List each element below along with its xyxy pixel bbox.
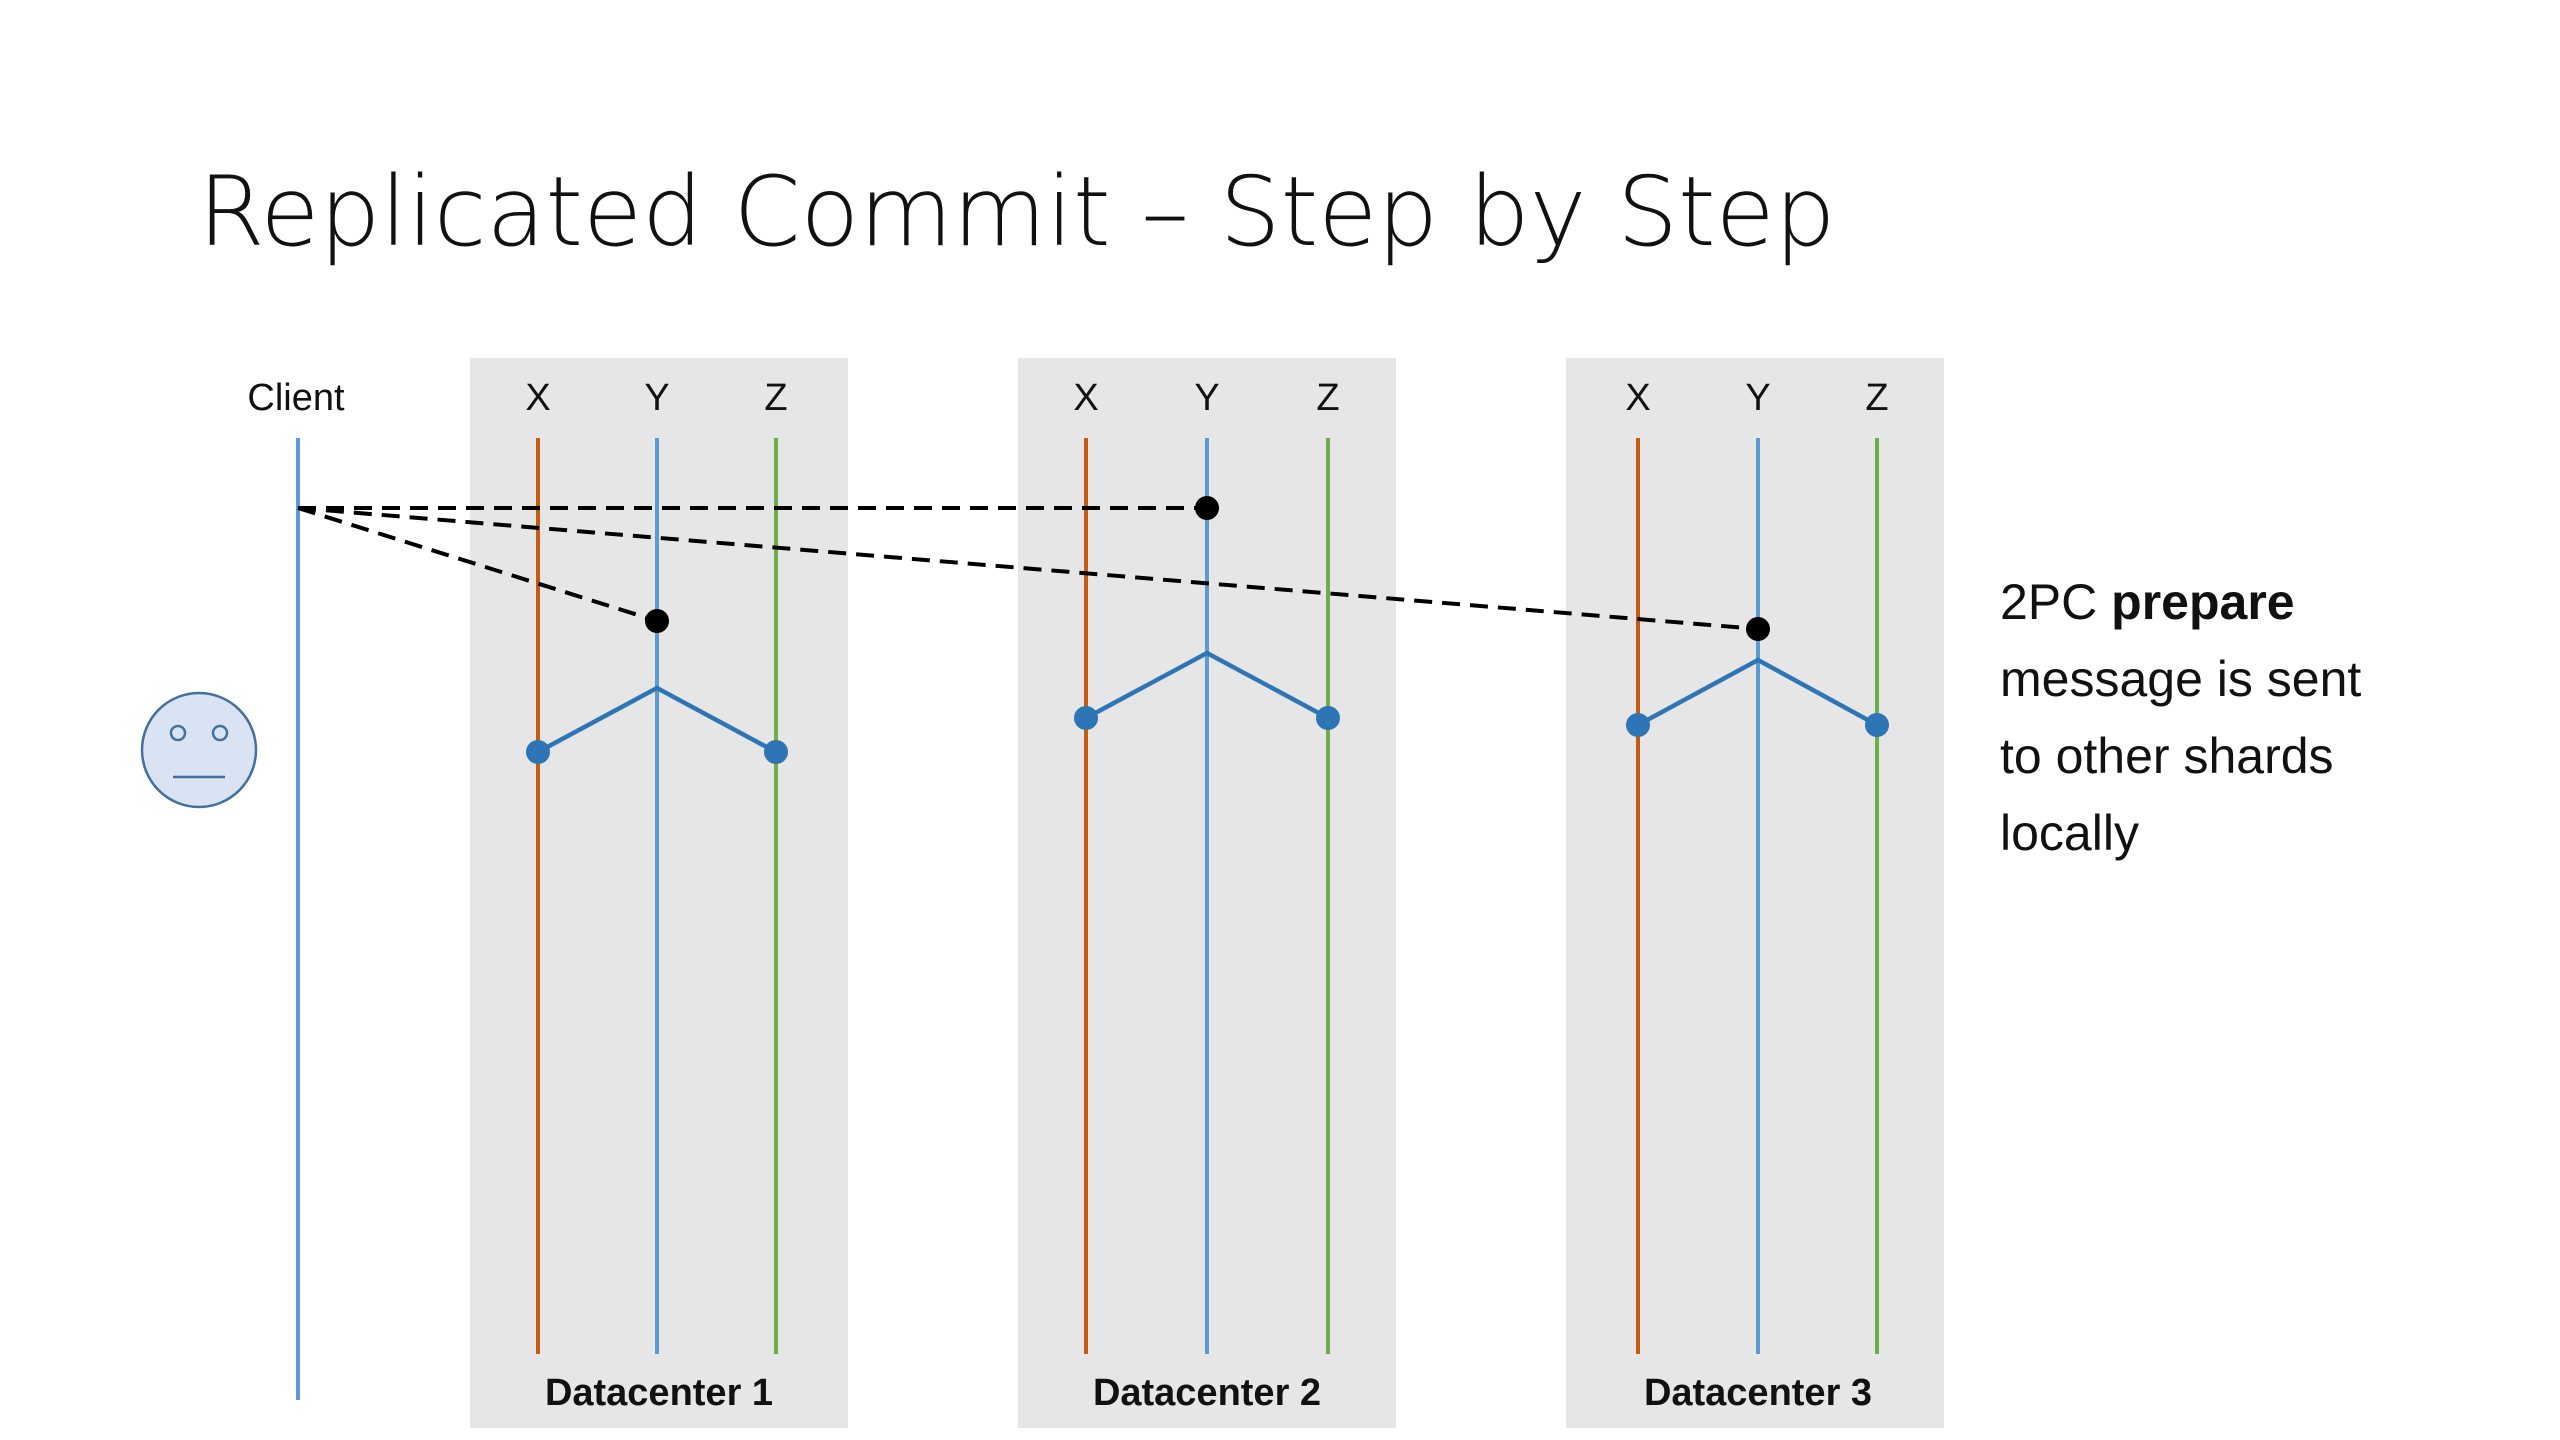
caption-line-1: 2PC prepare	[2000, 574, 2295, 630]
dc1-shard-z-label: Z	[764, 377, 787, 419]
dc1-shard-x-prepare-point	[526, 740, 550, 764]
dc3-shard-x-label: X	[1625, 377, 1650, 419]
dc1-coordinator-receive-point	[645, 609, 669, 633]
dc2-local-prepare-messages	[1084, 650, 1330, 720]
dc2-shard-z-prepare-point	[1316, 706, 1340, 730]
dc2-shard-x-prepare-point	[1074, 706, 1098, 730]
dc2-shard-x-label: X	[1073, 377, 1098, 419]
neutral-face-icon	[140, 691, 258, 809]
dc3-local-prepare-messages	[1636, 657, 1879, 727]
client-label: Client	[247, 377, 345, 419]
caption-line-3: to other shards	[2000, 728, 2334, 784]
datacenter-3-label: Datacenter 3	[1644, 1372, 1872, 1414]
dc1-local-prepare-messages	[536, 685, 778, 754]
datacenter-2-label: Datacenter 2	[1093, 1372, 1321, 1414]
dc1-shard-x-label: X	[525, 377, 550, 419]
dc2-shard-z-label: Z	[1316, 377, 1339, 419]
dc2-shard-y-label: Y	[1194, 377, 1219, 419]
caption-bold-term: prepare	[2111, 574, 2294, 630]
caption-line-4: locally	[2000, 805, 2139, 861]
dc3-shard-x-prepare-point	[1626, 713, 1650, 737]
caption-prefix: 2PC	[2000, 574, 2111, 630]
dc2-coordinator-receive-point	[1195, 496, 1219, 520]
slide-title: Replicated Commit – Step by Step	[198, 156, 1836, 268]
dc3-shard-z-label: Z	[1865, 377, 1888, 419]
dc3-shard-y-label: Y	[1745, 377, 1770, 419]
dc1-shard-z-prepare-point	[764, 740, 788, 764]
datacenter-panel-3	[1566, 358, 1944, 1428]
caption-line-2: message is sent	[2000, 651, 2361, 707]
dc3-coordinator-receive-point	[1746, 617, 1770, 641]
dc1-shard-y-label: Y	[644, 377, 669, 419]
dc3-shard-z-prepare-point	[1865, 713, 1889, 737]
datacenter-1-label: Datacenter 1	[545, 1372, 773, 1414]
message-to-dc1	[297, 506, 658, 623]
message-to-dc3	[297, 506, 1759, 631]
